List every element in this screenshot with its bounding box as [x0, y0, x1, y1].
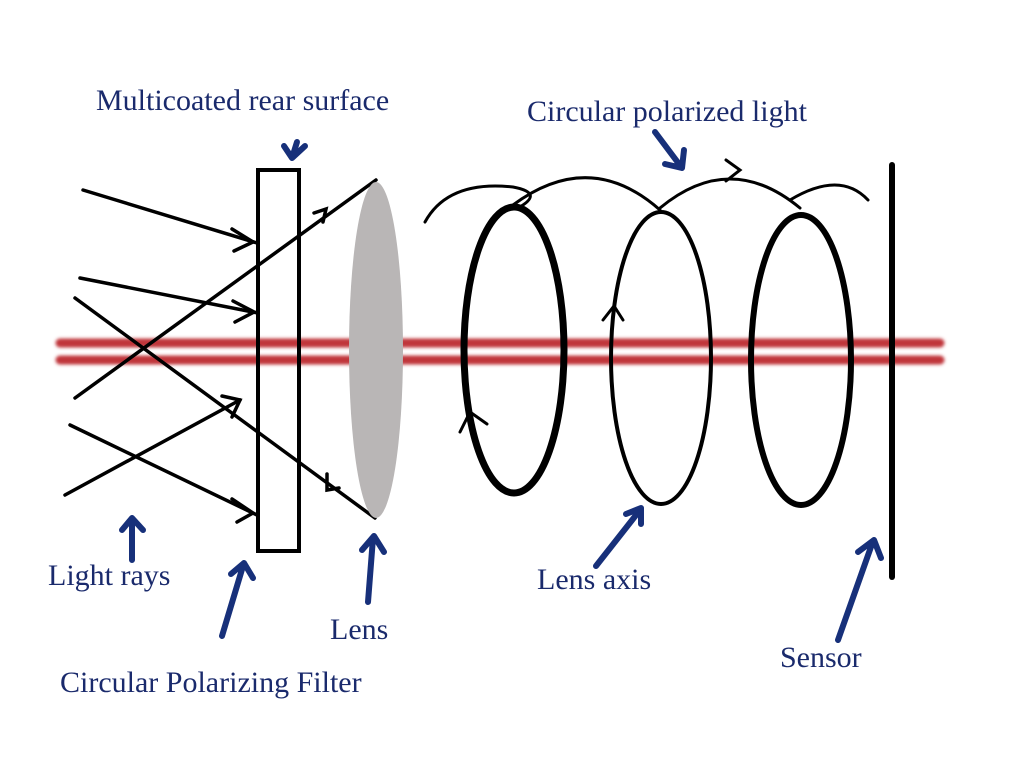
pointer-arrow-sensor [835, 537, 884, 643]
label-pointers [119, 129, 884, 643]
lens [349, 182, 403, 518]
light-ray [63, 398, 242, 497]
pointer-arrow-light-rays [119, 515, 146, 563]
arrowhead-icon [231, 299, 258, 324]
arrowhead-icon [601, 303, 625, 322]
pointer-arrow-rear-surface [281, 139, 308, 161]
label-circular-polarized-light: Circular polarized light [527, 95, 807, 128]
arrowhead-icon [230, 497, 257, 524]
helix-arc [423, 184, 532, 224]
arrowhead-icon [312, 206, 329, 224]
helix-loop [748, 212, 854, 508]
light-ray [73, 178, 378, 400]
arrowhead-icon [230, 227, 257, 253]
circular-polarized-light-helix [423, 158, 870, 508]
pointer-arrow-filter [219, 560, 256, 639]
helix-arc [511, 176, 662, 212]
label-circular-polarizing-filter: Circular Polarizing Filter [60, 666, 362, 699]
label-lens: Lens [330, 613, 389, 646]
label-sensor: Sensor [780, 641, 862, 674]
arrowhead-icon [724, 158, 743, 183]
light-ray [78, 276, 260, 315]
label-light-rays: Light rays [48, 559, 171, 592]
light-ray [81, 188, 259, 245]
lens-axis-line [55, 338, 945, 365]
arrowhead-icon [458, 409, 489, 434]
helix-loop [609, 210, 713, 506]
light-rays [63, 178, 378, 524]
pointer-arrow-polarized-light [652, 129, 687, 171]
arrowhead-icon [220, 394, 243, 419]
pointer-arrow-lens [359, 533, 387, 605]
arrowhead-icon [325, 472, 341, 493]
label-lens-axis: Lens axis [537, 563, 652, 596]
helix-arc [788, 183, 870, 202]
label-multicoated-rear-surface: Multicoated rear surface [96, 84, 390, 117]
helix-loop [460, 203, 568, 497]
helix-arc [658, 177, 802, 210]
pointer-arrow-lens-axis [593, 505, 644, 569]
light-ray [68, 423, 259, 517]
circular-polarizing-filter [256, 168, 301, 553]
